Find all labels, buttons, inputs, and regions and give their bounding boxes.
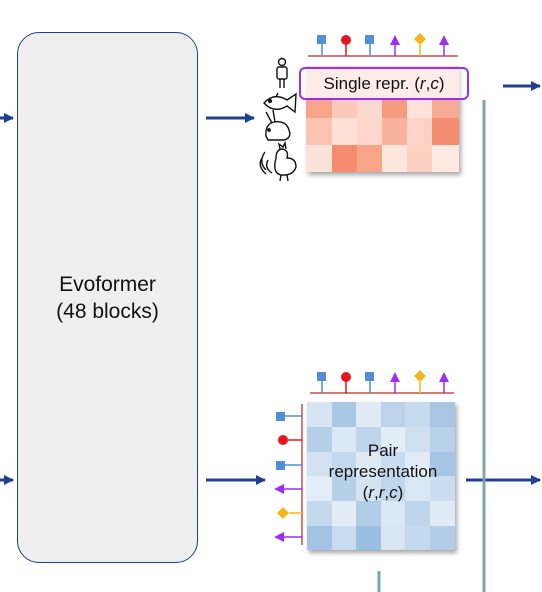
evoformer-subtitle: (48 blocks) [56, 299, 159, 323]
rooster-icon [259, 140, 297, 182]
single-label-c: c [430, 73, 439, 93]
single-label-comma: , [425, 73, 431, 93]
pair-dims-close: ) [397, 483, 404, 502]
pair-dims-sep2: , [384, 483, 390, 502]
pair-label-line1: Pair [367, 441, 399, 460]
rabbit-icon [265, 109, 291, 141]
pair-heatmap-cells [307, 402, 455, 550]
evoformer-label: Evoformer (48 blocks) [56, 271, 159, 325]
single-residue-markers [308, 33, 458, 57]
evoformer-title: Evoformer [59, 272, 156, 296]
pair-repr-label: Pair representation (r,r,c) [310, 440, 456, 503]
single-label-prefix: Single repr. ( [323, 73, 420, 93]
pair-left-residue-markers [274, 404, 303, 545]
fish-icon [263, 92, 297, 114]
single-label-r: r [419, 73, 426, 93]
pair-label-dims: (r,r,c) [310, 482, 456, 503]
evoformer-block: Evoformer (48 blocks) [17, 32, 198, 563]
pair-label-line2: representation [328, 462, 438, 481]
pair-dims-r2: r [378, 483, 385, 502]
single-repr-label: Single repr. (r,c) [299, 67, 469, 100]
human-icon [276, 57, 288, 88]
pair-top-residue-markers [310, 370, 454, 394]
pair-dims-open: ( [362, 483, 369, 502]
single-heatmap-cells [306, 100, 459, 172]
pair-dims-r1: r [368, 483, 375, 502]
pair-dims-c: c [389, 483, 398, 502]
single-label-suffix: ) [438, 73, 445, 93]
pair-dims-sep1: , [374, 483, 379, 502]
